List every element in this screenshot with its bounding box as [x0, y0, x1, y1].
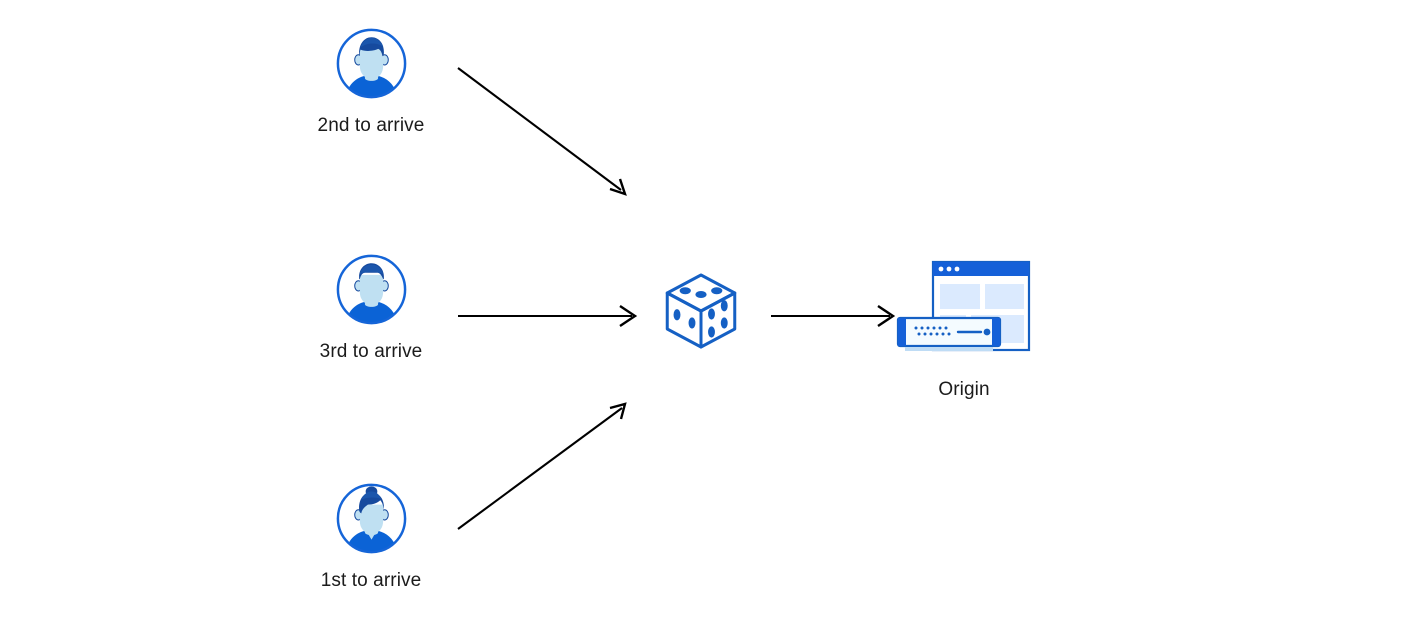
arrow-3rd-to-dice — [458, 305, 638, 327]
node-label-origin: Origin — [938, 379, 990, 400]
arrow-dice-to-origin — [771, 305, 896, 327]
node-label-client-2nd: 2nd to arrive — [317, 115, 425, 136]
arrow-2nd-to-dice — [457, 67, 627, 196]
node-origin[interactable] — [896, 258, 1032, 358]
avatar-female-bun-icon — [336, 483, 407, 554]
node-client-3rd[interactable] — [335, 253, 408, 326]
arrow-1st-to-dice — [457, 402, 627, 530]
node-randomizer[interactable] — [663, 272, 739, 350]
origin-server-browser-icon — [896, 260, 1031, 352]
dice-cube-icon — [665, 273, 737, 349]
node-client-2nd[interactable] — [335, 27, 408, 100]
node-label-client-1st: 1st to arrive — [320, 570, 422, 591]
avatar-male-flat-hair-icon — [336, 254, 407, 325]
node-label-client-3rd: 3rd to arrive — [319, 341, 423, 362]
avatar-male-short-hair-icon — [336, 28, 407, 99]
node-client-1st[interactable] — [335, 482, 408, 555]
server-device-icon — [896, 316, 1002, 351]
